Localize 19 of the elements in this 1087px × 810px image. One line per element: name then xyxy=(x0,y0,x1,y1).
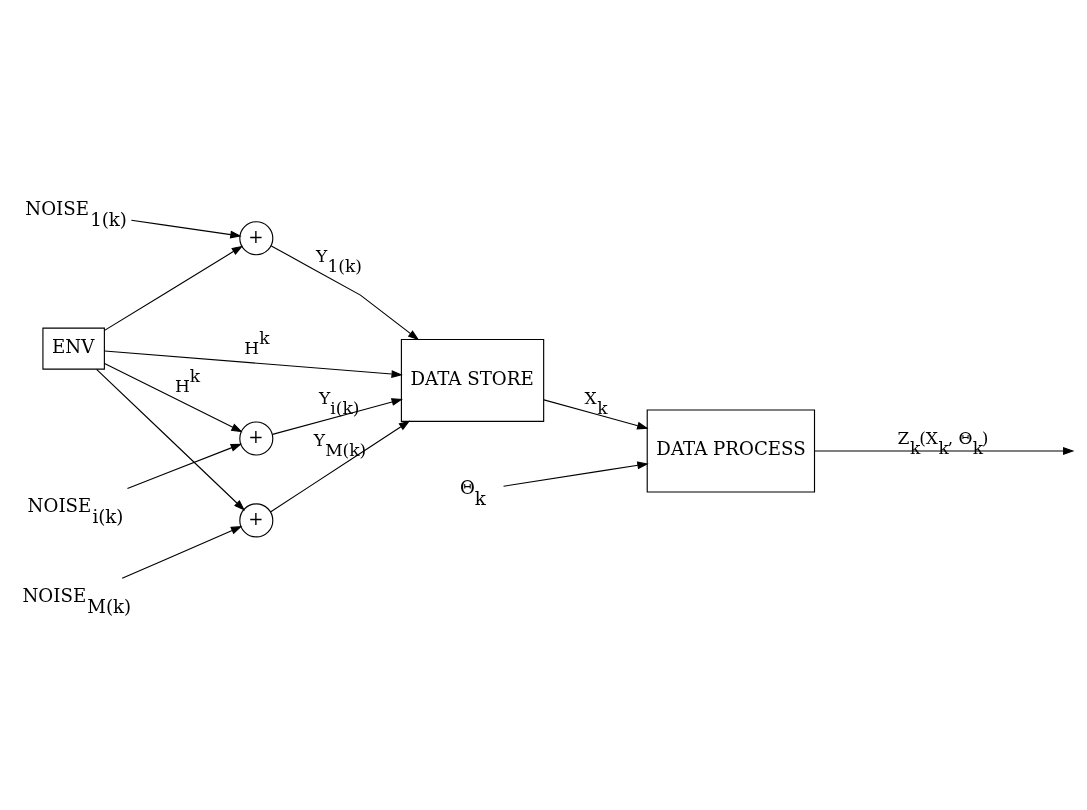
arrow xyxy=(126,443,243,489)
arrow xyxy=(96,368,246,511)
arrow xyxy=(104,362,243,432)
arrow xyxy=(813,446,1075,455)
arrow xyxy=(270,244,420,340)
node-circle: + xyxy=(239,502,274,537)
node-box: ENV xyxy=(42,327,105,370)
arrow xyxy=(269,420,411,512)
arrow xyxy=(502,460,649,487)
arrow xyxy=(104,349,403,378)
node-circle: + xyxy=(239,420,274,456)
node-box: DATA STORE xyxy=(400,338,545,422)
arrow xyxy=(130,219,242,239)
node-box: DATA PROCESS xyxy=(646,409,816,493)
arrow xyxy=(121,525,243,579)
arrow xyxy=(543,398,649,429)
arrow xyxy=(271,397,403,435)
arrow xyxy=(104,245,244,331)
node-circle: + xyxy=(239,220,274,255)
